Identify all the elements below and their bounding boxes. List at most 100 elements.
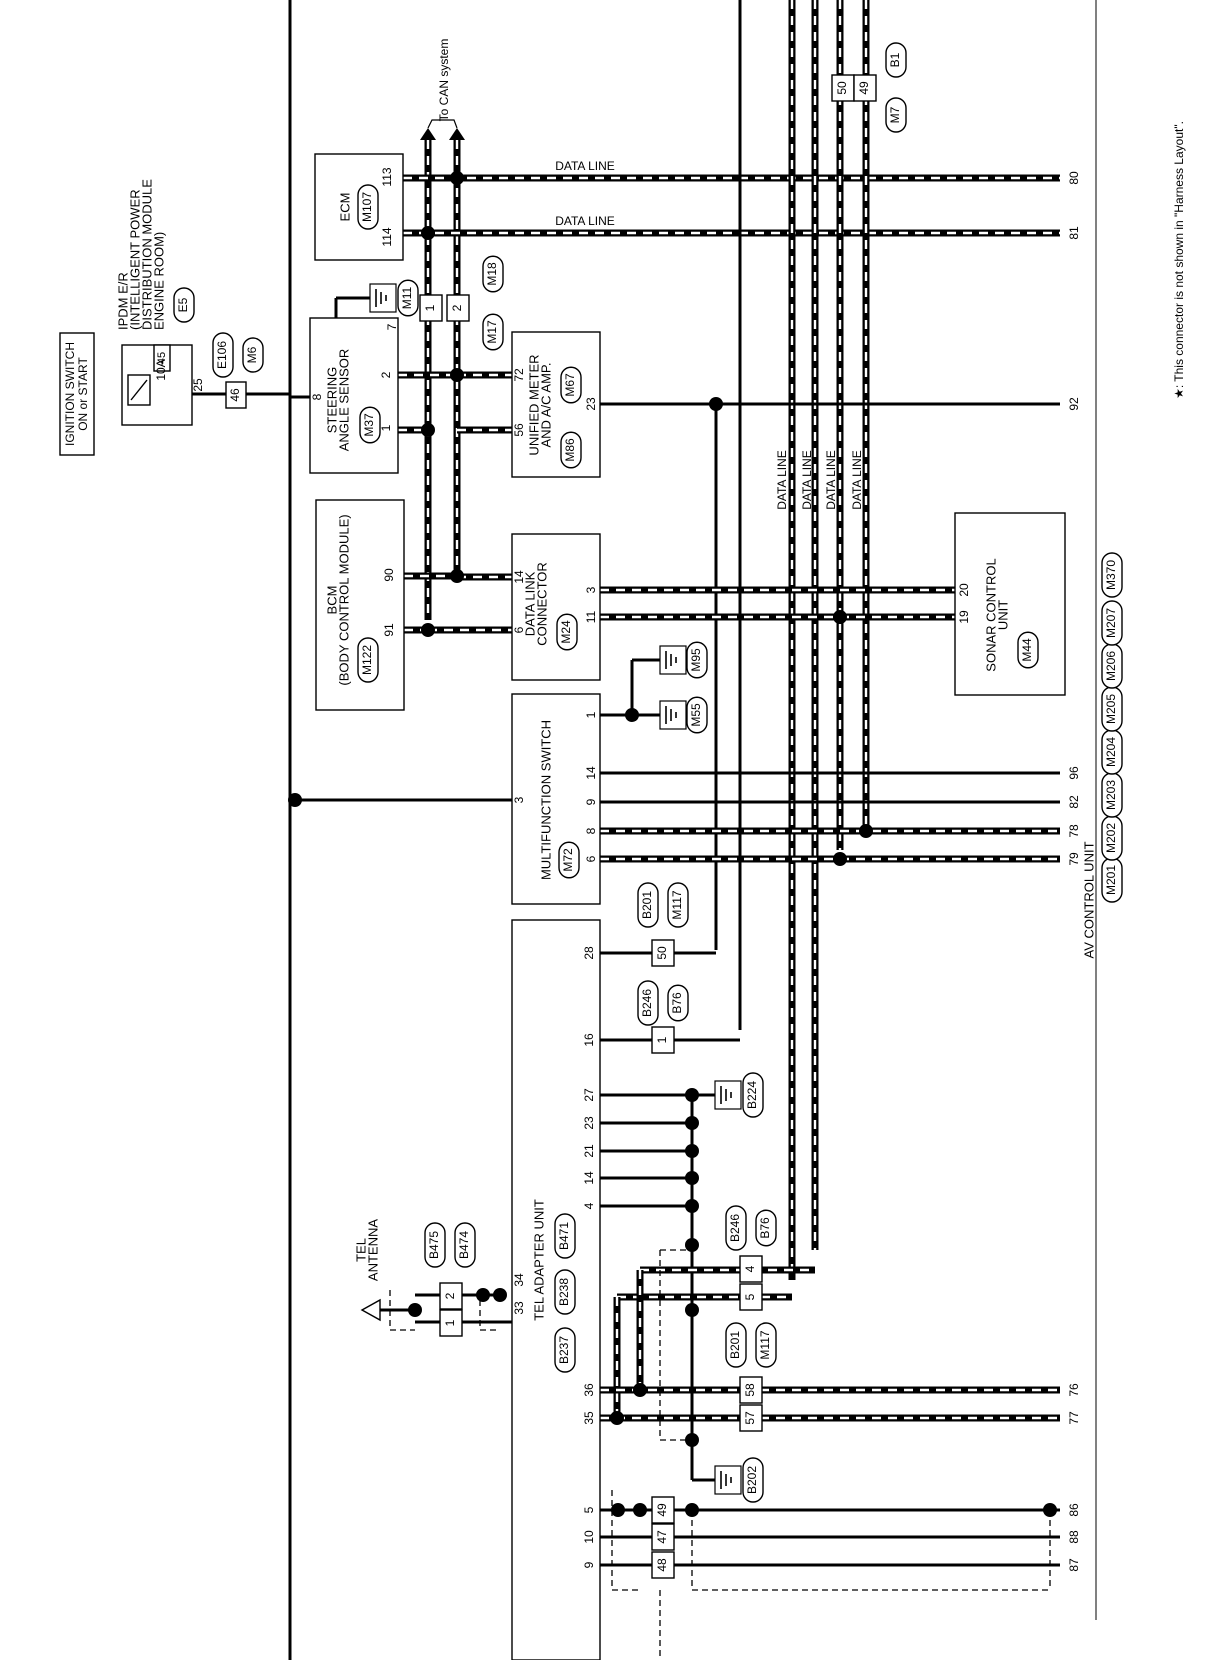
b246-pin-4: 4 [743,1265,757,1272]
data-line-label-6: DATA LINE [850,450,864,510]
splice-mfs-power [288,793,302,807]
tel-pin-28: 28 [582,946,596,960]
tel-connector-b238: B238 [557,1278,571,1306]
connector-b201-mid: B201 [728,1331,742,1359]
splice-ground-6 [685,1303,699,1317]
unified-connector-m67: M67 [563,373,577,397]
ground-b202-box [714,1465,742,1495]
tel-pin-36: 36 [582,1383,596,1397]
fuse-rating: 10A [154,359,168,380]
ecm-label: ECM [337,193,352,222]
bcm-label-1: BCM [324,586,339,615]
splice-76 [633,1383,647,1397]
unified-connector-m67-frame [560,366,582,404]
antenna-pin-2-box [439,1282,463,1310]
av-pin-88: 88 [1067,1530,1081,1544]
av-pin-92: 92 [1067,397,1081,411]
splice-ground-7 [685,1433,699,1447]
splice-bcm-h [421,623,435,637]
connector-m117-mid-frame [755,1322,777,1368]
splice-ground-3 [685,1171,699,1185]
splice-86-c [685,1503,699,1517]
splice-ground-2 [685,1144,699,1158]
footnote: ★: This connector is not shown in "Harne… [1172,121,1186,399]
av-connector-m202: M202 [1104,823,1118,853]
unified-pin-23: 23 [584,397,598,411]
b1-pin-49-box [853,74,877,102]
tel-pin-9: 9 [582,1561,596,1568]
sonar-connector: M44 [1020,638,1034,662]
splice-ground-0 [685,1088,699,1102]
dlc-box [511,533,601,681]
ipdm-pin-25: 25 [191,378,205,392]
tel-pin-35: 35 [582,1411,596,1425]
connector-b474-frame [454,1222,476,1268]
ipdm-label-3: DISTRIBUTION MODULE [139,179,154,330]
tel-pin-21: 21 [582,1144,596,1158]
bcm-pin-90: 90 [382,568,396,582]
connector-b201-mid-frame [725,1322,747,1368]
m18-pin-2: 2 [450,304,464,311]
b201-pin-58: 58 [743,1383,757,1397]
b246-pin-5: 5 [743,1293,757,1300]
av-pin-78: 78 [1067,824,1081,838]
data-line-label-4: DATA LINE [800,450,814,510]
connector-b475: B475 [427,1231,441,1259]
ground-m95-box [659,645,687,675]
splice-ground-1 [685,1116,699,1130]
connector-m6: M6 [245,346,259,363]
splice-ground-5 [685,1238,699,1252]
av-connector-m203: M203 [1104,780,1118,810]
av-connector-m370-frame [1101,552,1123,598]
unified-pin-72: 72 [512,368,526,382]
connector-b246-mid: B246 [728,1214,742,1242]
connector-m7-frame [885,97,907,133]
splice-86-b [633,1503,647,1517]
antenna-pin-2: 2 [443,1292,457,1299]
connector-m11-frame [397,279,419,317]
splice-steer-h [421,423,435,437]
steering-label-1: STEERING [324,367,339,433]
multifunction-label: MULTIFUNCTION SWITCH [538,720,553,880]
m17-pin-1-box [419,294,443,322]
splice-79 [833,852,847,866]
ground-m11-box [369,283,397,313]
to-can-label: To CAN system [437,39,451,122]
tel-pin-5: 5 [582,1506,596,1513]
arrow-can-l [449,128,465,140]
fuse-no: 45 [156,352,168,364]
lower-pin-47: 47 [655,1530,669,1544]
connector-b201-top-frame [637,882,659,928]
av-pin-81: 81 [1067,226,1081,240]
steering-sensor-box [309,317,399,474]
fuse-no-frame [153,344,171,372]
mfs-pin-6: 6 [584,855,598,862]
connector-b1: B1 [888,52,902,67]
arrow-can-h [420,128,436,140]
splice-dlc-11 [833,610,847,624]
connector-m17: M17 [485,320,499,344]
connector-m117-mid: M117 [758,1330,772,1359]
data-line-label-2: DATA LINE [555,214,615,228]
connector-b1-frame [885,42,907,78]
connector-e106-frame [212,332,234,378]
av-connector-m204: M204 [1104,737,1118,767]
sonar-label-2: UNIT [995,600,1010,630]
unified-connector-m86-frame [560,431,582,469]
ipdm-label-1: IPDM E/R [115,272,130,330]
fuse-icon [130,379,148,401]
bcm-connector: M122 [360,645,374,675]
connector-m18: M18 [485,262,499,286]
connector-b224-frame [742,1072,764,1118]
connector-b76-mid-frame [755,1209,777,1247]
splice-antenna-2 [476,1288,490,1302]
connector-m117-top-frame [667,882,689,928]
av-pin-96: 96 [1067,766,1081,780]
bcm-label-2: (BODY CONTROL MODULE) [336,514,351,685]
steering-pin-2: 2 [379,371,393,378]
connector-b246-mid-frame [725,1205,747,1251]
av-connector-m201: M201 [1104,865,1118,895]
b246-pin-4-box [739,1255,763,1283]
tel-antenna-label-1: TEL [353,1238,368,1262]
